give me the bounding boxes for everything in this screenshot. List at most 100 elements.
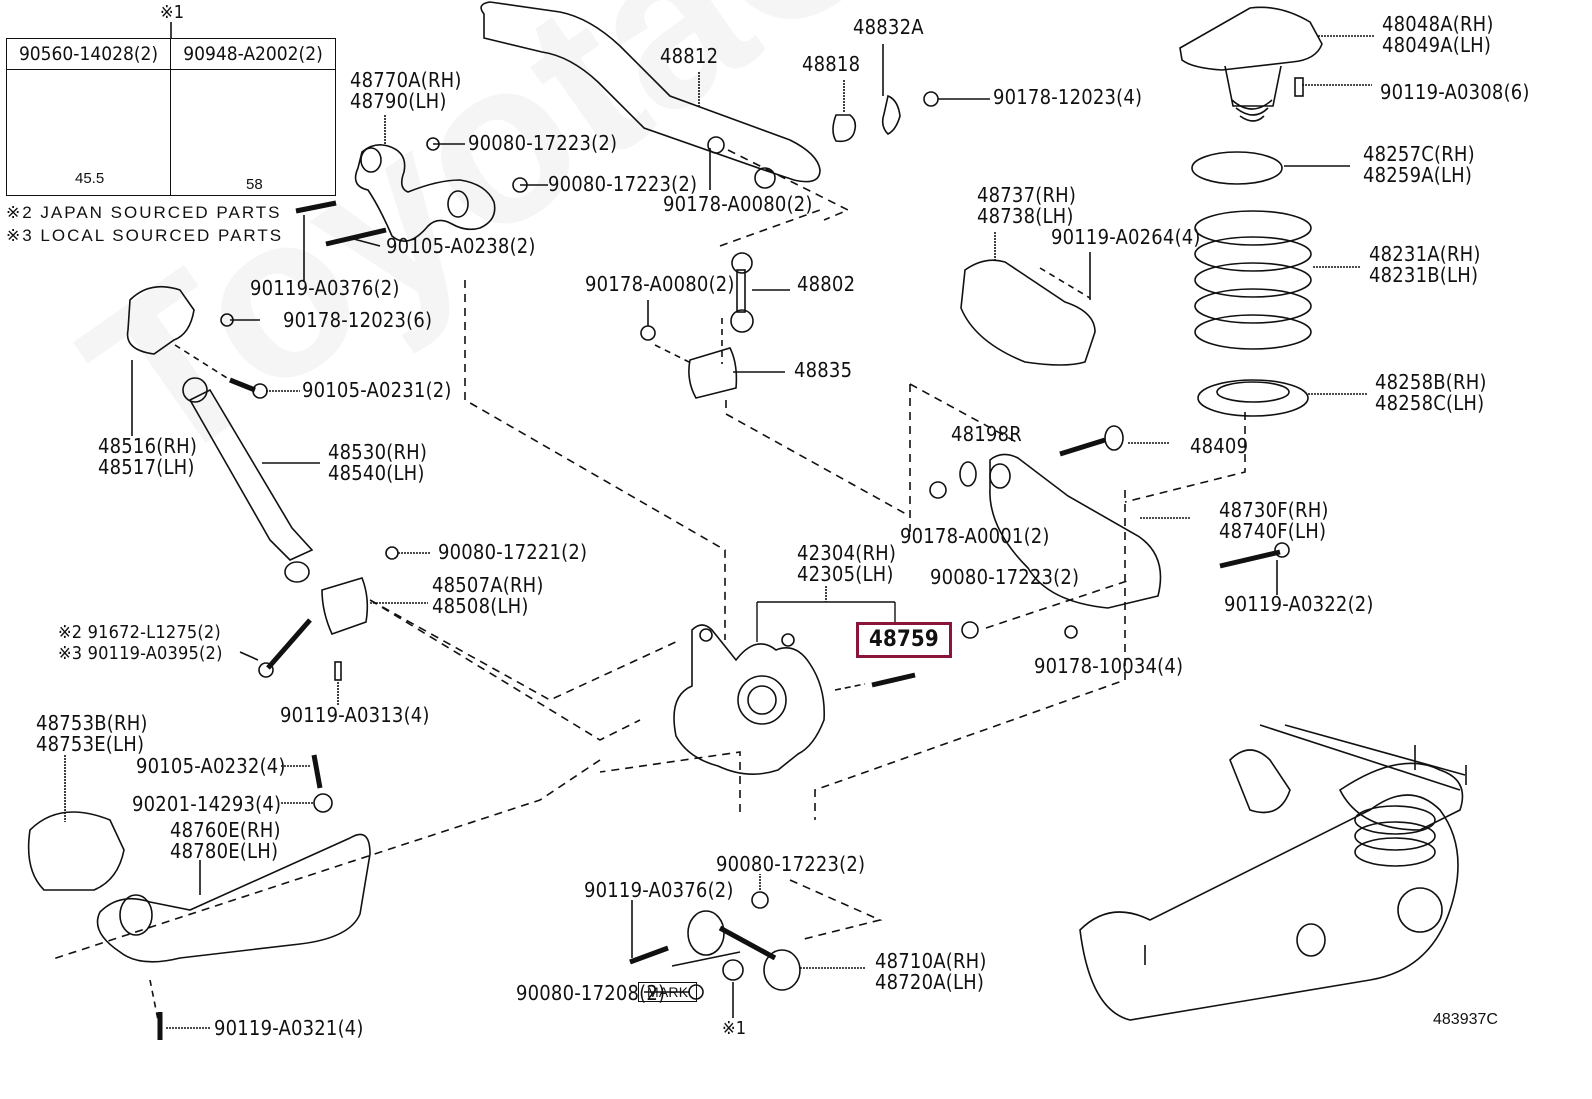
part-label-48760E[interactable]: 48760E(RH)48780E(LH) <box>170 820 281 862</box>
mark-tag: MARK <box>638 982 698 1002</box>
part-number-rh: 48730F(RH) <box>1219 498 1329 522</box>
part-number-lh: 48780E(LH) <box>170 839 279 863</box>
part-label-90119-A0313[interactable]: 90119-A0313(4) <box>280 703 430 727</box>
upper-arm-48770A-art <box>295 115 548 282</box>
part-number-rh: 48257C(RH) <box>1363 142 1475 166</box>
part-label-48759: 48759 <box>869 627 939 652</box>
part-label-90080-17223[interactable]: 90080-17223(2) <box>930 565 1080 589</box>
part-label-48835[interactable]: 48835 <box>794 358 853 382</box>
part-number-lh: 48258C(LH) <box>1375 391 1485 415</box>
toe-link-48710A-art <box>629 874 883 1018</box>
part-label-90080-17223[interactable]: 90080-17223(2) <box>548 172 698 196</box>
part-number-lh: 48540(LH) <box>328 461 425 485</box>
coil-spring-48231A <box>1194 210 1312 350</box>
part-number-lh: 48259A(LH) <box>1363 163 1473 187</box>
part-label-90119-A0308[interactable]: 90119-A0308(6) <box>1380 80 1530 104</box>
part-label-42304[interactable]: 42304(RH)42305(LH) <box>797 543 896 585</box>
part-label-48737[interactable]: 48737(RH)48738(LH) <box>977 185 1076 227</box>
part-label-48832A[interactable]: 48832A <box>853 15 924 39</box>
shock-bracket-art <box>239 546 681 741</box>
washer-table-marker: ※1 <box>160 2 185 23</box>
part-number-rh: 48507A(RH) <box>432 573 544 597</box>
part-label-48770A[interactable]: 48770A(RH)48790(LH) <box>350 70 462 112</box>
part-label-90119-A0322[interactable]: 90119-A0322(2) <box>1224 592 1374 616</box>
part-label-90105-A0232[interactable]: 90105-A0232(4) <box>136 754 286 778</box>
note-local-sourced: ※3 LOCAL SOURCED PARTS <box>6 226 284 245</box>
washer-reference-marker: ※1 <box>722 1018 747 1039</box>
part-label-48409[interactable]: 48409 <box>1190 434 1249 458</box>
bushing-bracket-art <box>832 44 990 143</box>
part-number-japan: ※2 91672-L1275(2) <box>58 622 221 643</box>
part-label-90119-A0376[interactable]: 90119-A0376(2) <box>584 878 734 902</box>
part-label-48812[interactable]: 48812 <box>660 44 719 68</box>
part-label-90080-17208[interactable]: 90080-17208(2) <box>516 981 666 1005</box>
part-number-rh: 48737(RH) <box>977 183 1077 207</box>
part-label-91672-L1275[interactable]: ※2 91672-L1275(2)※3 90119-A0395(2) <box>58 622 223 664</box>
spring-assembly-art <box>1191 151 1368 417</box>
part-label-48818[interactable]: 48818 <box>802 52 861 76</box>
part-label-48507A[interactable]: 48507A(RH)48508(LH) <box>432 575 544 617</box>
shock-absorber-art <box>126 280 726 640</box>
part-label-48753B[interactable]: 48753B(RH)48753E(LH) <box>36 713 148 755</box>
part-label-48802[interactable]: 48802 <box>797 272 856 296</box>
part-label-48258B[interactable]: 48258B(RH)48258C(LH) <box>1375 372 1487 414</box>
part-number-lh: 48753E(LH) <box>36 732 145 756</box>
note-japan-sourced: ※2 JAPAN SOURCED PARTS <box>6 203 282 222</box>
stabilizer-link-art <box>640 252 907 515</box>
part-label-90178-10034[interactable]: 90178-10034(4) <box>1034 654 1184 678</box>
highlighted-part-48759[interactable]: 48759 <box>856 622 952 658</box>
table-divider <box>7 69 335 70</box>
part-number-rh: 48770A(RH) <box>350 68 462 92</box>
part-label-90080-17223[interactable]: 90080-17223(2) <box>468 131 618 155</box>
lower-arm-48730F-art <box>814 383 1290 820</box>
washer-dimension: 45.5 <box>75 170 105 187</box>
part-number-local: ※3 90119-A0395(2) <box>58 643 223 664</box>
part-label-90178-A0001[interactable]: 90178-A0001(2) <box>900 524 1050 548</box>
part-number-lh: 48720A(LH) <box>875 970 985 994</box>
part-label-90080-17223[interactable]: 90080-17223(2) <box>716 852 866 876</box>
part-label-48257C[interactable]: 48257C(RH)48259A(LH) <box>1363 144 1475 186</box>
part-label-90201-14293[interactable]: 90201-14293(4) <box>132 792 282 816</box>
part-label-90178-A0080[interactable]: 90178-A0080(2) <box>585 272 735 296</box>
part-label-48516[interactable]: 48516(RH)48517(LH) <box>98 436 197 478</box>
part-number-lh: 48049A(LH) <box>1382 33 1492 57</box>
part-label-48048A[interactable]: 48048A(RH)48049A(LH) <box>1382 14 1494 56</box>
part-label-90119-A0321[interactable]: 90119-A0321(4) <box>214 1016 364 1040</box>
washer-dimension: 58 <box>246 176 263 193</box>
part-number-lh: 48508(LH) <box>432 594 529 618</box>
part-label-90178-12023[interactable]: 90178-12023(4) <box>993 85 1143 109</box>
part-number-rh: 48231A(RH) <box>1369 242 1481 266</box>
part-number-rh: 48753B(RH) <box>36 711 148 735</box>
part-label-48730F[interactable]: 48730F(RH)48740F(LH) <box>1219 500 1329 542</box>
part-number-lh: 48740F(LH) <box>1219 519 1327 543</box>
part-number-rh: 48516(RH) <box>98 434 198 458</box>
part-label-90178-12023[interactable]: 90178-12023(6) <box>283 308 433 332</box>
part-number-lh: 48738(LH) <box>977 204 1074 228</box>
part-number-lh: 48517(LH) <box>98 455 195 479</box>
assembled-view-art <box>1079 724 1467 1021</box>
part-label-90178-A0080[interactable]: 90178-A0080(2) <box>663 192 813 216</box>
part-number-rh: 48048A(RH) <box>1382 12 1494 36</box>
washer-table: 90560-14028(2) 90948-A2002(2) 45.5 58 <box>6 38 336 196</box>
part-number-rh: 48710A(RH) <box>875 949 987 973</box>
part-number-lh: 48790(LH) <box>350 89 447 113</box>
illustration-reference-number: 483937C <box>1433 1011 1498 1028</box>
part-label-90080-17221[interactable]: 90080-17221(2) <box>438 540 588 564</box>
part-label-90105-A0238[interactable]: 90105-A0238(2) <box>386 234 536 258</box>
part-label-48710A[interactable]: 48710A(RH)48720A(LH) <box>875 951 987 993</box>
part-label-48198R[interactable]: 48198R <box>951 422 1022 446</box>
part-label-90119-A0264[interactable]: 90119-A0264(4) <box>1051 225 1201 249</box>
part-number-rh: 48760E(RH) <box>170 818 281 842</box>
part-label-90105-A0231[interactable]: 90105-A0231(2) <box>302 378 452 402</box>
part-number-rh: 48530(RH) <box>328 440 428 464</box>
washer-part-90560-14028[interactable]: 90560-14028(2) <box>18 43 159 65</box>
part-label-48231A[interactable]: 48231A(RH)48231B(LH) <box>1369 244 1481 286</box>
part-label-90119-A0376[interactable]: 90119-A0376(2) <box>250 276 400 300</box>
washer-part-90948-A2002[interactable]: 90948-A2002(2) <box>183 43 323 65</box>
part-number-lh: 42305(LH) <box>797 562 894 586</box>
table-divider <box>170 39 171 195</box>
part-number-rh: 48258B(RH) <box>1375 370 1487 394</box>
part-label-48530[interactable]: 48530(RH)48540(LH) <box>328 442 427 484</box>
